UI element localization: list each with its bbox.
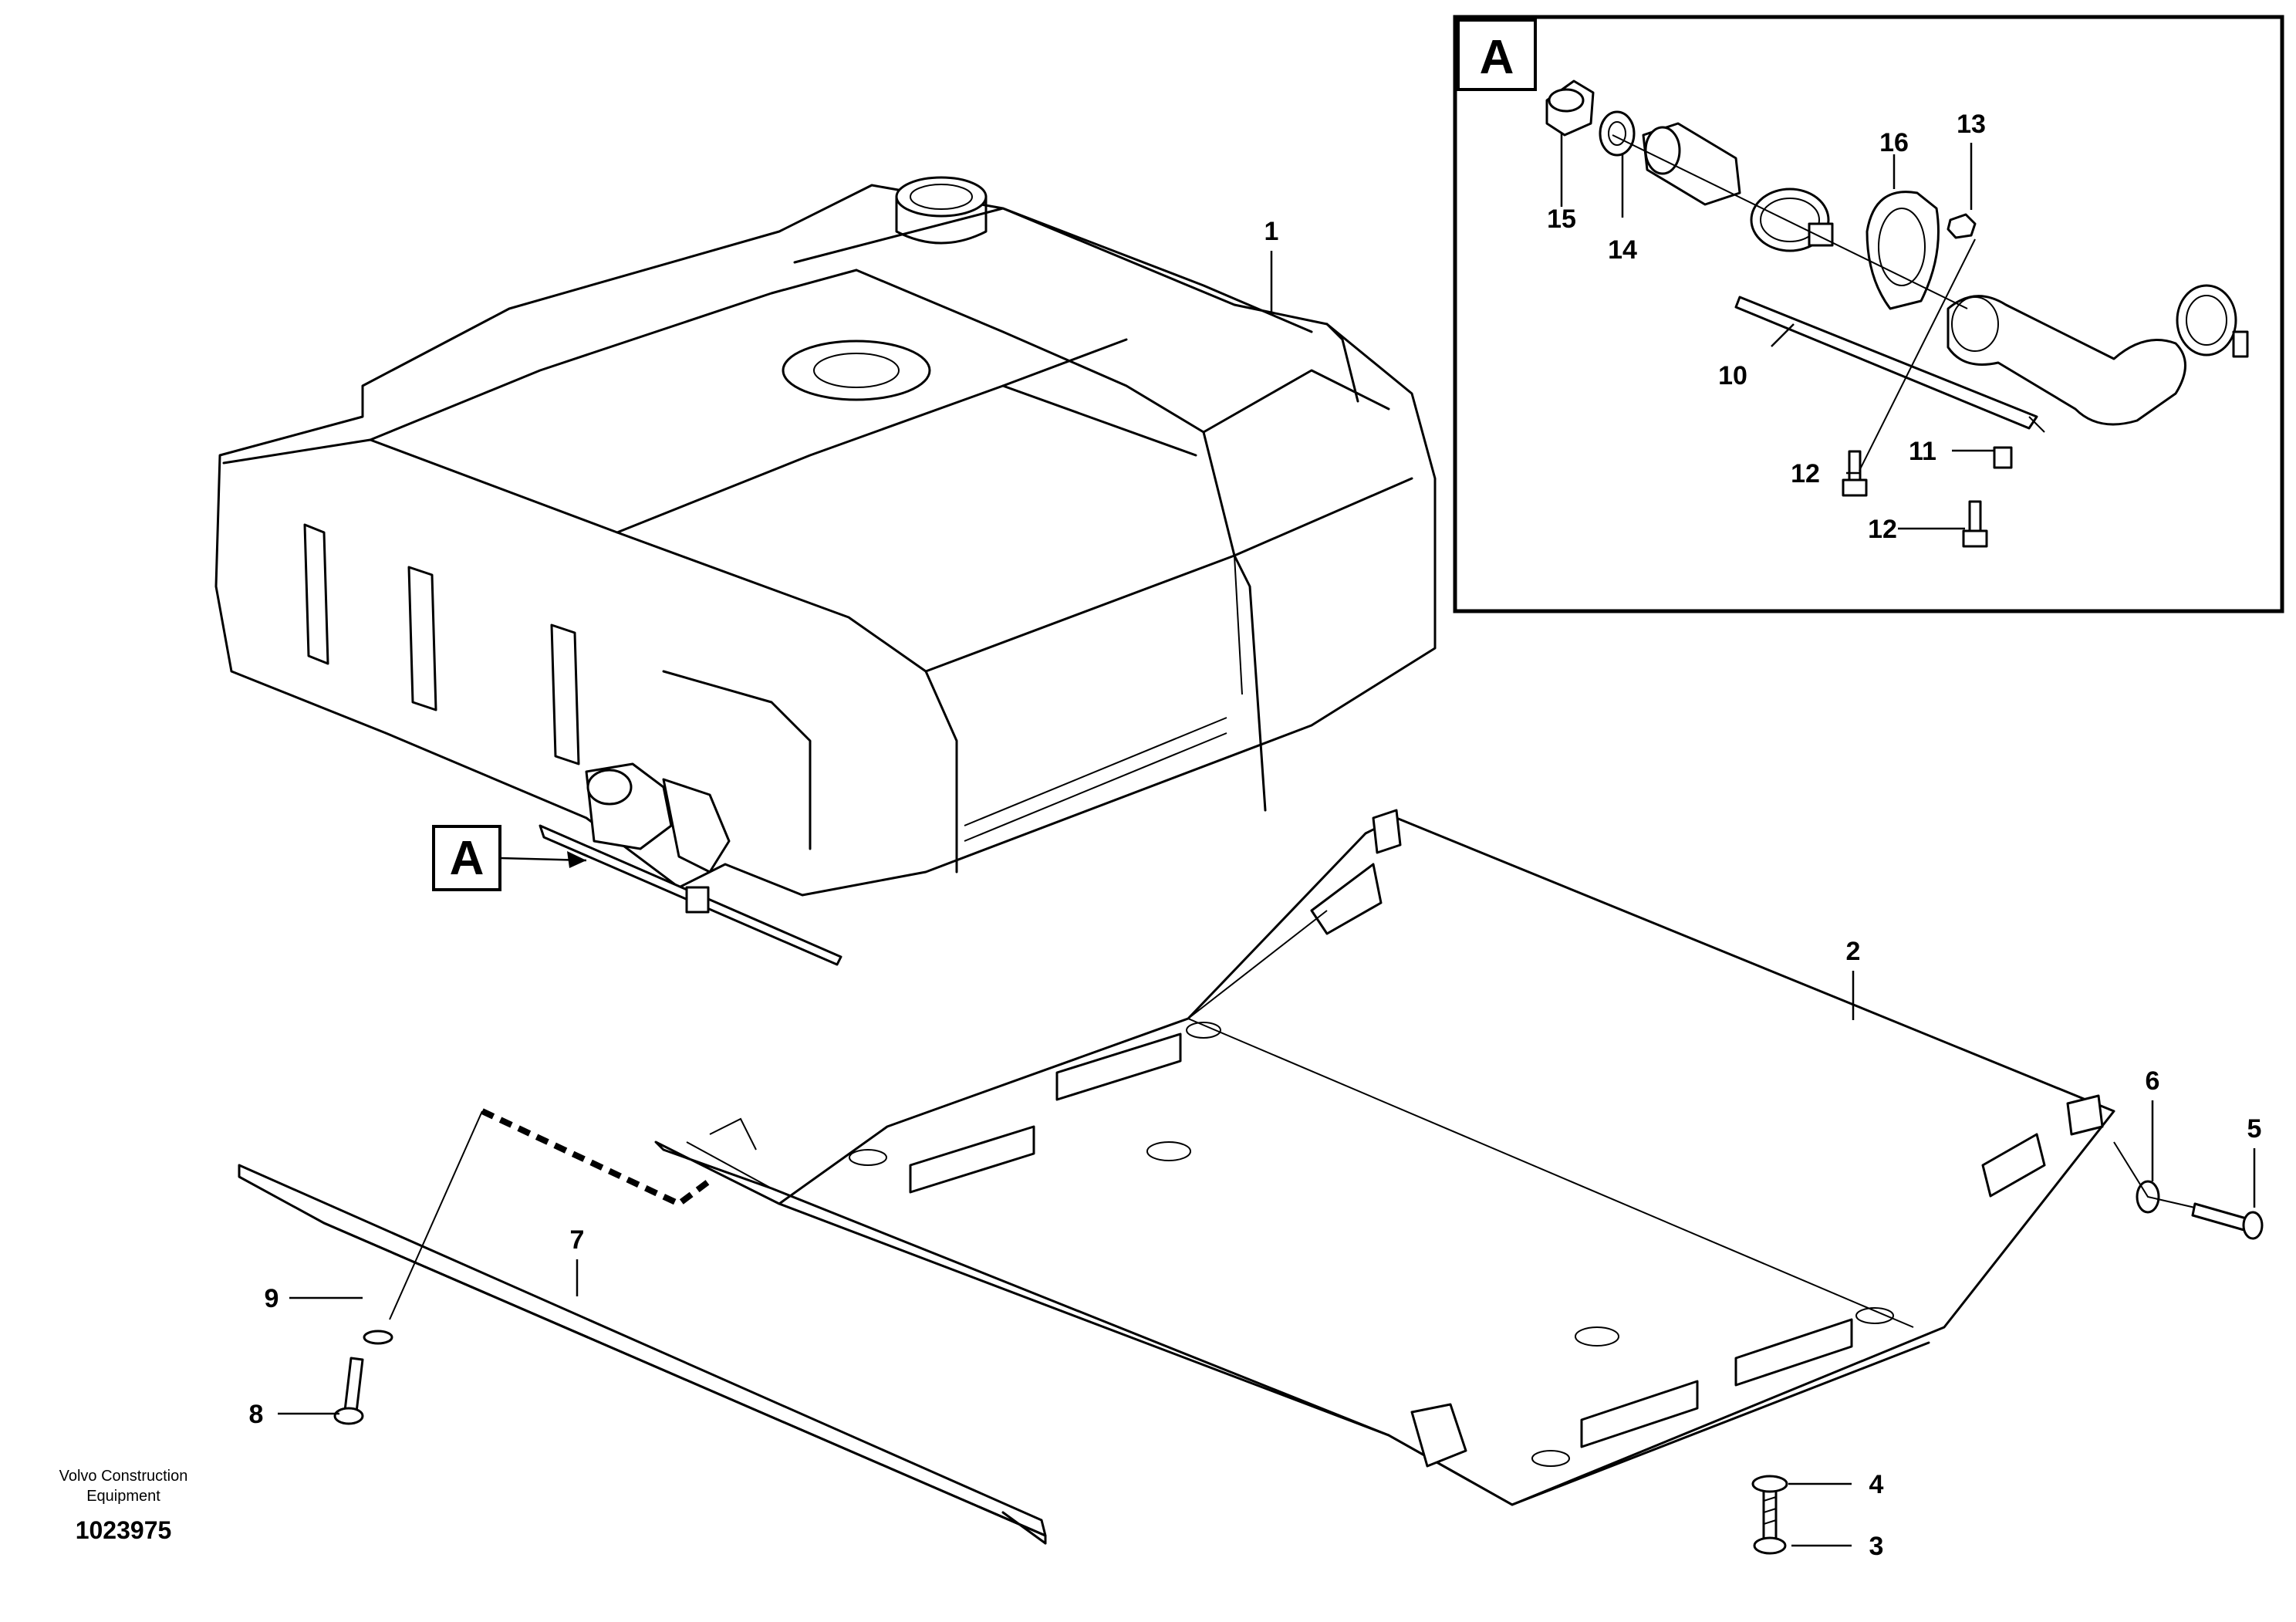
bolt-5-axis-line <box>2113 1141 2196 1208</box>
drain-fitting-assembly <box>539 762 842 966</box>
credit-line-2: Equipment <box>86 1488 160 1505</box>
callout-4: 4 <box>1869 1470 1884 1499</box>
washer-9 <box>363 1330 393 1345</box>
callout-labels: 1 2 3 4 5 6 7 8 9 10 11 12 12 13 14 15 1… <box>249 110 2262 1561</box>
detail-a-marker-label: A <box>450 832 485 885</box>
callout-11: 11 <box>1909 437 1936 466</box>
credit-line-1: Volvo Construction <box>59 1468 188 1485</box>
detail-a-inset-label: A <box>1480 31 1514 84</box>
callout-16: 16 <box>1879 128 1909 157</box>
fuel-tank <box>214 176 1437 897</box>
callout-2: 2 <box>1846 937 1861 966</box>
callout-6: 6 <box>2146 1066 2160 1096</box>
detail-a-marker: A <box>432 825 587 891</box>
callout-9: 9 <box>265 1284 279 1313</box>
bolt-12-lower <box>1962 500 1988 548</box>
bolt-5 <box>2191 1202 2264 1240</box>
callout-5: 5 <box>2247 1114 2262 1144</box>
bolt-12-upper <box>1842 450 1868 497</box>
credit-block: Volvo Construction Equipment 1023975 <box>59 1468 188 1544</box>
callout-7: 7 <box>570 1225 585 1255</box>
callout-10: 10 <box>1718 361 1747 390</box>
callout-1: 1 <box>1264 217 1279 246</box>
side-plate <box>238 1108 1047 1545</box>
callout-3: 3 <box>1869 1532 1884 1561</box>
callout-12-upper: 12 <box>1791 459 1820 488</box>
callout-8: 8 <box>249 1400 264 1429</box>
document-number: 1023975 <box>76 1516 172 1544</box>
washer-4 <box>1751 1475 1788 1493</box>
callout-15: 15 <box>1547 204 1576 234</box>
bolt-3 <box>1753 1488 1787 1555</box>
callout-13: 13 <box>1957 110 1986 139</box>
callout-12-lower: 12 <box>1868 515 1897 544</box>
bolt-8 <box>333 1357 364 1425</box>
spacer-11 <box>1993 446 2013 469</box>
callout-leaders <box>278 133 2256 1547</box>
callout-14: 14 <box>1608 235 1637 265</box>
skid-plate <box>654 809 2115 1506</box>
detail-a-inset: A <box>1453 15 2284 613</box>
